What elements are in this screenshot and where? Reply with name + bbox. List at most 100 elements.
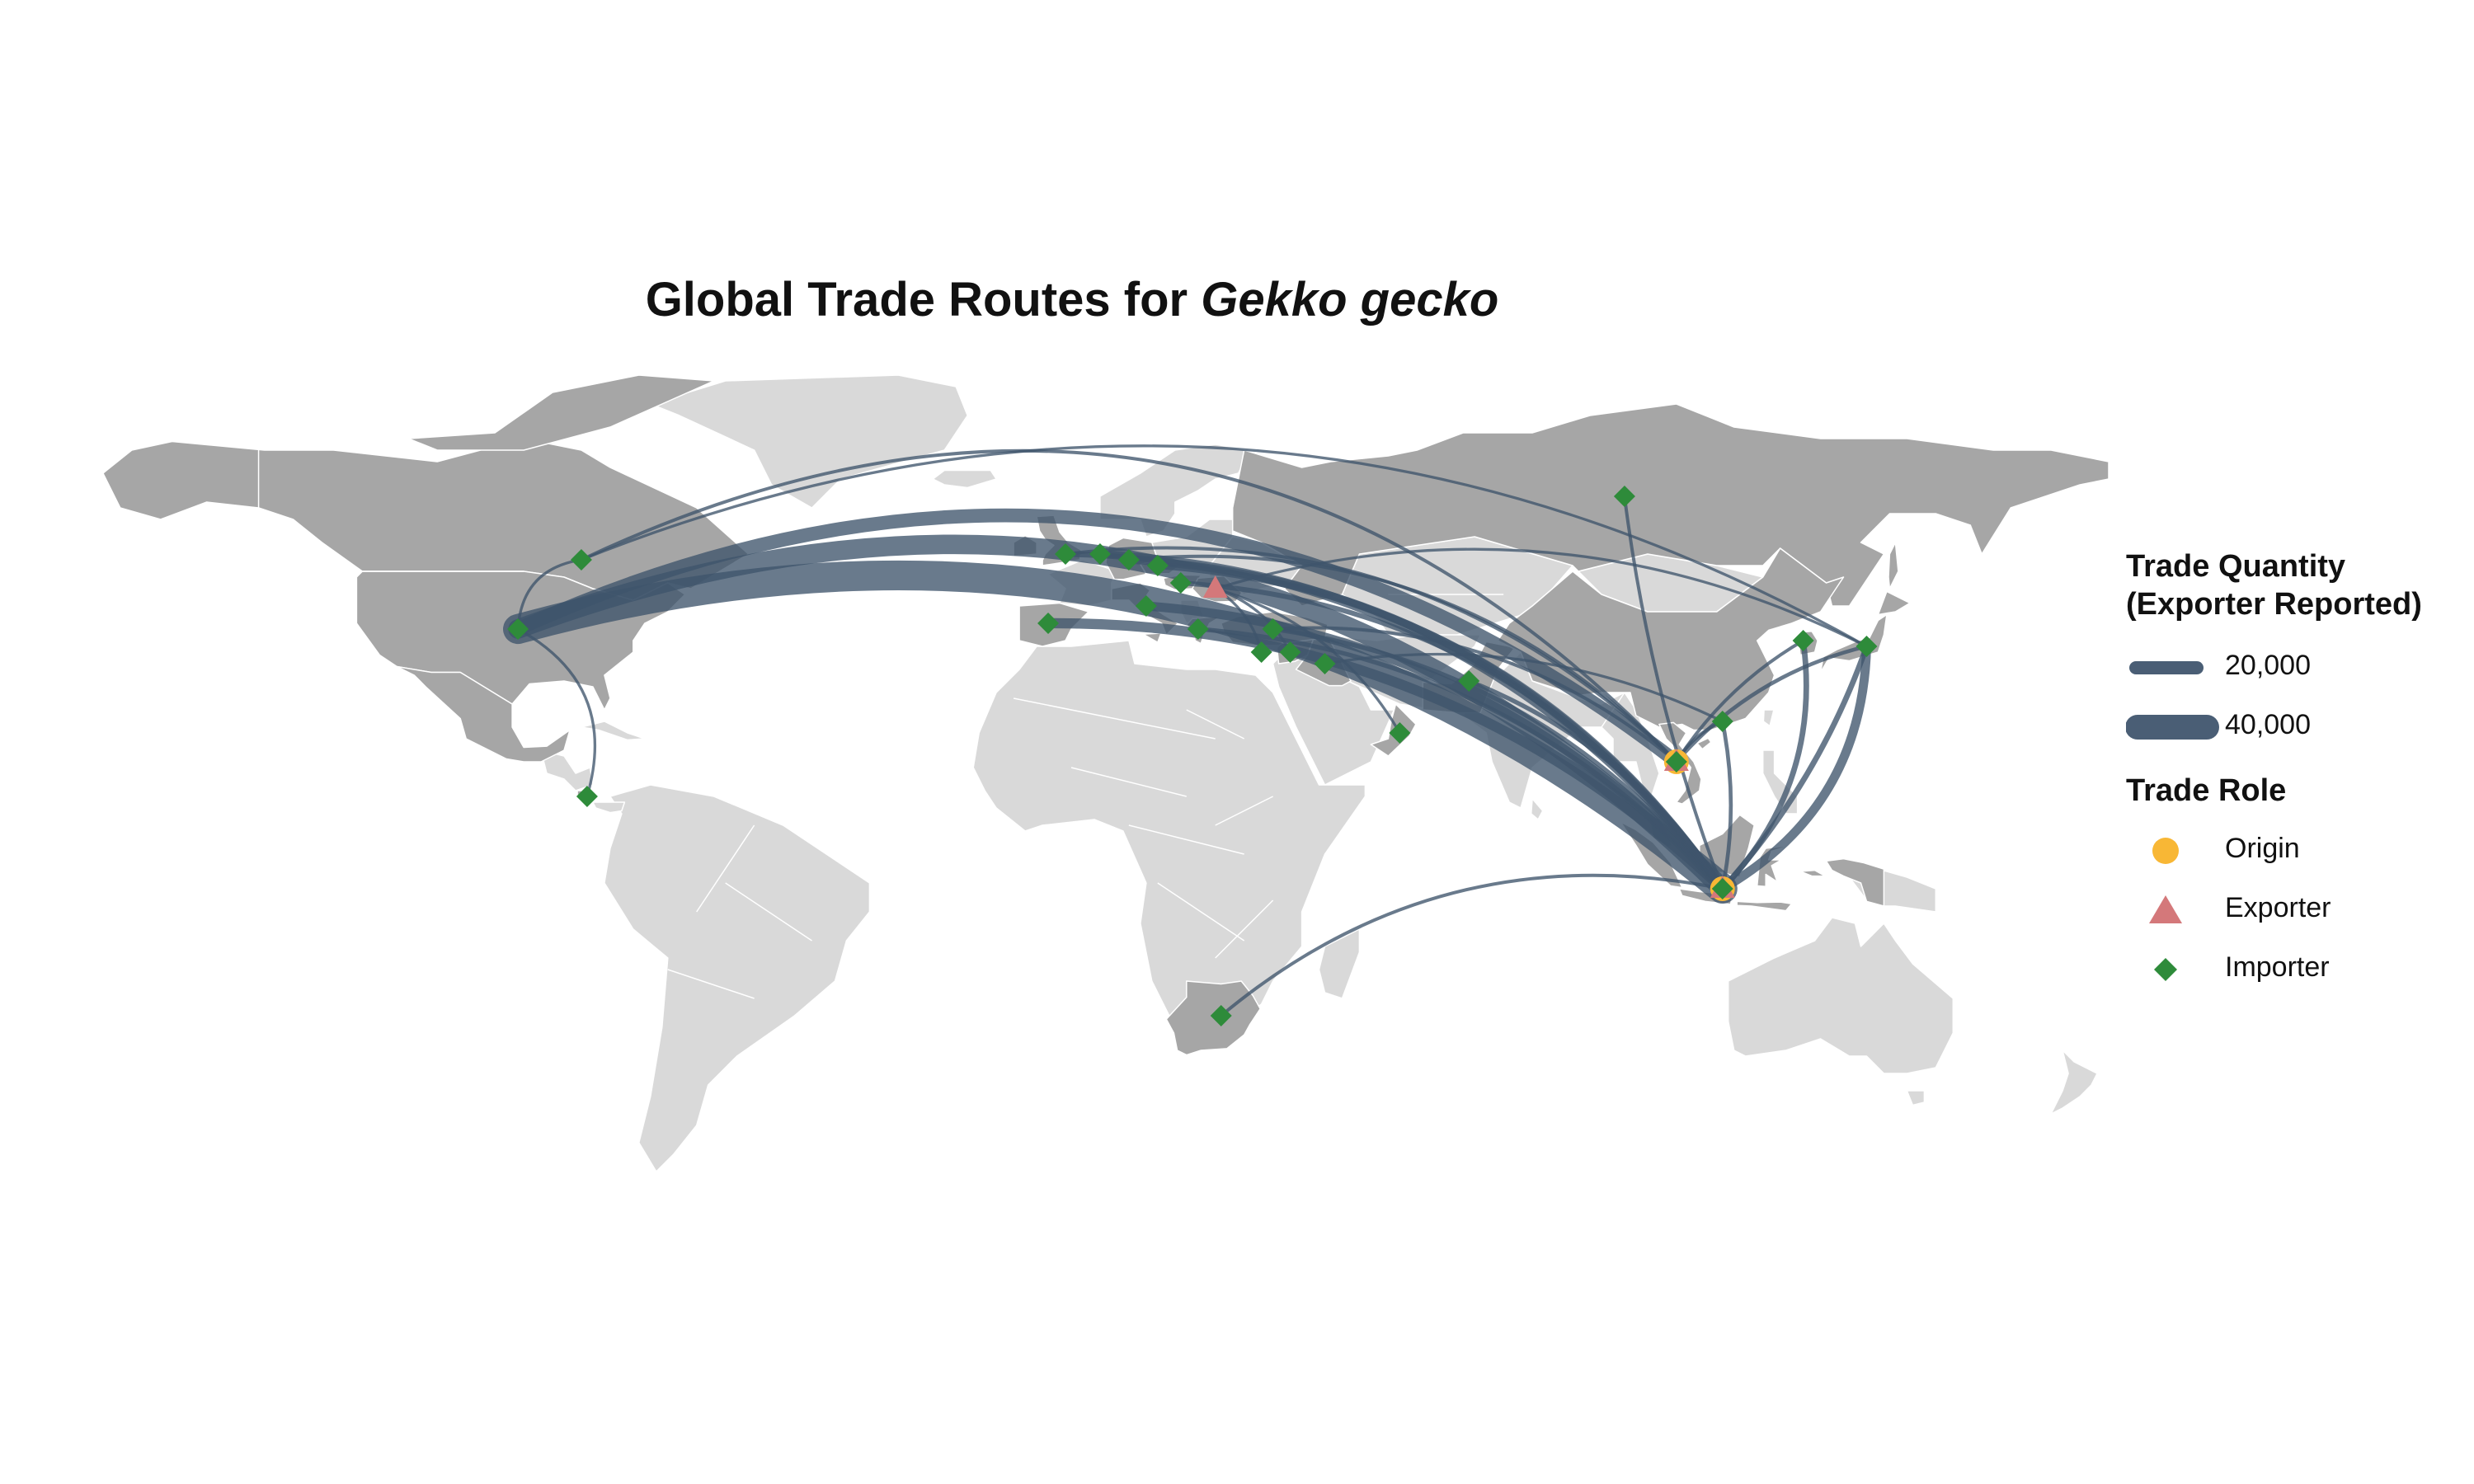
- sicily-shape: [1142, 632, 1162, 643]
- importer-marker: [1279, 641, 1301, 663]
- country-marker-rou: [1202, 575, 1228, 598]
- importer-marker: [1856, 636, 1878, 657]
- importer-marker: [507, 618, 529, 640]
- importer-marker: [1037, 613, 1060, 634]
- sakhalin-shape: [1888, 542, 1899, 589]
- country-marker-chn: [1711, 711, 1733, 732]
- legend-role-label: Exporter: [2225, 892, 2331, 923]
- iceland-shape: [932, 469, 997, 489]
- trade-route-vnm-deu: [1126, 554, 1678, 763]
- importer-marker: [1055, 543, 1077, 565]
- hokkaido-shape: [1877, 590, 1911, 616]
- legend-quantity-item: 40,000: [2126, 697, 2472, 757]
- country-marker-esp: [1037, 613, 1060, 634]
- trade-route-idn-jpn: [1718, 641, 1871, 894]
- trade-route-jpn-can: [580, 444, 1869, 648]
- country-border: [725, 882, 812, 942]
- importer-marker: [1314, 653, 1336, 674]
- country-marker-grc: [1187, 618, 1209, 640]
- importer-marker: [1187, 618, 1209, 640]
- country-marker-omn: [1389, 722, 1411, 744]
- importer-marker: [1665, 751, 1687, 773]
- title-text: Global Trade Routes for: [645, 273, 1202, 326]
- importer-marker: [1210, 1005, 1232, 1026]
- legend-role-item: Importer: [2126, 940, 2472, 999]
- importer-marker: [1711, 878, 1733, 899]
- new-zealand-shape: [2039, 1050, 2098, 1120]
- panama-shape: [592, 801, 626, 814]
- trade-route-idn-pak: [1466, 679, 1725, 891]
- country-marker-deu: [1117, 549, 1140, 571]
- country-marker-cze: [1146, 555, 1169, 576]
- title-species: Gekko gecko: [1201, 273, 1499, 326]
- country-border: [1013, 697, 1216, 740]
- africa-shape: [972, 640, 1366, 1057]
- importer-marker: [1117, 549, 1140, 571]
- country-marker-syr: [1279, 641, 1301, 663]
- trade-route-vnm-can: [579, 448, 1678, 763]
- trade-route-usa-can: [516, 558, 583, 631]
- sri-lanka-shape: [1530, 798, 1544, 820]
- route-layer: [503, 444, 1871, 1017]
- importer-marker: [576, 786, 598, 807]
- country-border: [1186, 709, 1245, 740]
- trade-route-vnm-kor: [1674, 639, 1805, 763]
- legend-quantity-title-line2: (Exporter Reported): [2126, 587, 2422, 622]
- origin-circle-icon: [2152, 838, 2179, 864]
- australia-shape: [1727, 917, 1954, 1074]
- country-marker-nld: [1089, 543, 1111, 565]
- legend-quantity-title-line1: Trade Quantity: [2126, 549, 2346, 584]
- country-marker-hun: [1169, 572, 1192, 594]
- country-border: [1215, 899, 1274, 959]
- trade-route-idn-grc: [1196, 627, 1725, 891]
- country-marker-ita: [1135, 595, 1157, 617]
- country-marker-rus: [1613, 486, 1635, 507]
- country-border: [1128, 824, 1244, 855]
- line-swatch-thick: [2126, 715, 2219, 740]
- taiwan-shape: [1762, 709, 1775, 727]
- country-marker-gbr: [1055, 543, 1077, 565]
- moluccas-shape: [1799, 869, 1826, 877]
- importer-marker: [1792, 630, 1814, 651]
- line-swatch-thin: [2129, 661, 2204, 674]
- country-marker-jpn: [1856, 636, 1878, 657]
- legend: Trade Quantity (Exporter Reported) 20,00…: [2126, 547, 2472, 999]
- country-marker-vnm: [1663, 749, 1689, 774]
- importer-marker: [1146, 555, 1169, 576]
- trade-route-idn-jpn: [1719, 643, 1870, 892]
- country-marker-pak: [1458, 670, 1480, 692]
- importer-diamond-icon: [2154, 958, 2177, 981]
- mexico-shape: [396, 665, 571, 763]
- country-marker-cyp: [1250, 641, 1272, 663]
- importer-marker: [570, 549, 592, 571]
- trade-route-idn-zaf: [1219, 873, 1724, 1017]
- trade-route-idn-tur: [1270, 627, 1725, 891]
- importer-marker: [1262, 618, 1284, 640]
- exporter-triangle-icon: [2149, 895, 2182, 923]
- country-border: [1215, 796, 1273, 826]
- importer-marker: [1169, 572, 1192, 594]
- country-marker-idn: [1710, 876, 1735, 901]
- trade-route-chn-irq: [1323, 652, 1724, 723]
- legend-role-label: Importer: [2225, 951, 2330, 983]
- philippines-shape: [1761, 749, 1799, 815]
- trade-route-rou-syr: [1214, 587, 1292, 654]
- south-america-shape: [604, 784, 871, 1172]
- trade-route-usa-cri: [516, 627, 597, 798]
- importer-marker: [1250, 641, 1272, 663]
- russia-shape: [1231, 403, 2109, 607]
- importer-marker: [1389, 722, 1411, 744]
- legend-quantity-item: 20,000: [2126, 638, 2472, 697]
- country-border: [1070, 767, 1187, 797]
- node-layer: [507, 486, 1878, 1026]
- importer-marker: [1711, 711, 1733, 732]
- madagascar-shape: [1318, 928, 1361, 999]
- legend-role-title: Trade Role: [2126, 773, 2287, 808]
- legend-role-item: Origin: [2126, 821, 2472, 881]
- arctic-islands-shape: [407, 374, 715, 451]
- legend-role-item: Exporter: [2126, 881, 2472, 940]
- importer-marker: [1613, 486, 1635, 507]
- country-marker-zaf: [1210, 1005, 1232, 1026]
